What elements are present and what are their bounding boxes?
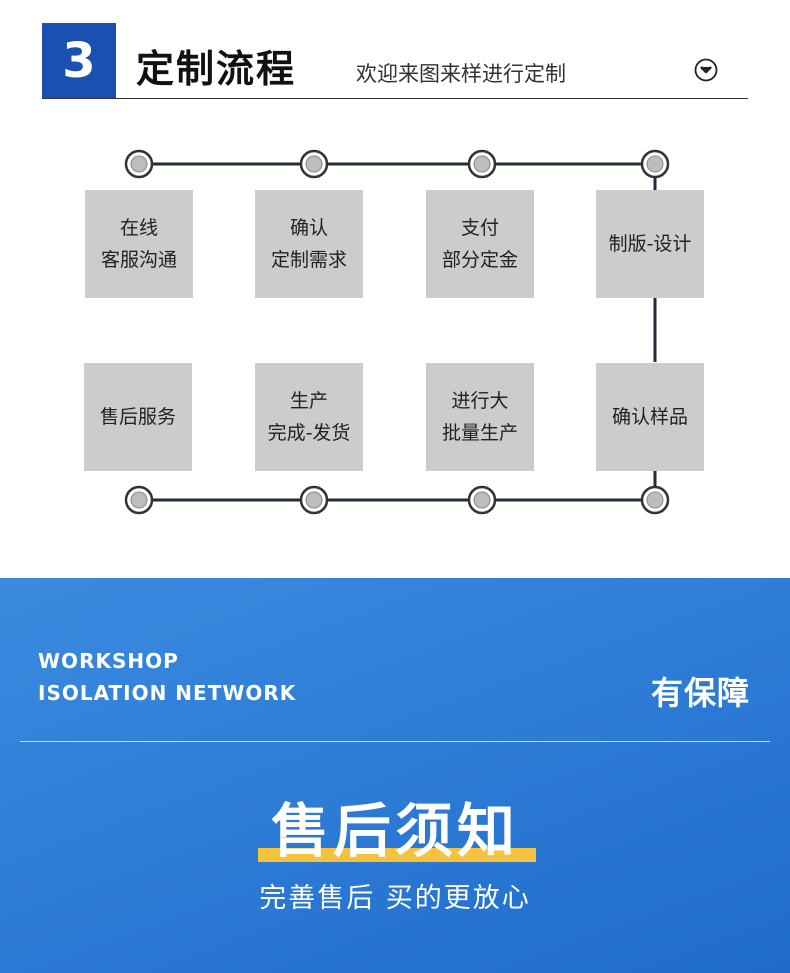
section-title: 定制流程: [136, 47, 297, 91]
step-card-line: 定制需求: [270, 249, 347, 271]
workshop-text: WORKSHOP: [38, 649, 179, 673]
section-subtitle: 欢迎来图来样进行定制: [356, 62, 566, 86]
banner-divider: [20, 741, 770, 742]
custom-process-section: 3 定制流程 欢迎来图来样进行定制: [42, 23, 748, 515]
isolation-network-text: ISOLATION NETWORK: [38, 681, 297, 705]
flow-connectors: [124, 149, 670, 515]
after-sales-notice-subtitle: 完善售后 买的更放心: [259, 883, 531, 914]
step-card-line: 完成-发货: [267, 422, 351, 444]
flow-node: [299, 485, 329, 515]
step-card-mass-production: 进行大 批量生产: [426, 363, 534, 471]
title-highlight-bar: [258, 848, 536, 862]
step-number: 3: [62, 33, 96, 89]
step-number-badge: 3: [42, 23, 116, 99]
step-card-production-shipping: 生产 完成-发货: [255, 363, 363, 471]
flow-node: [124, 485, 154, 515]
step-card-confirm-requirements: 确认 定制需求: [255, 190, 363, 298]
step-card-confirm-sample: 确认样品: [596, 363, 704, 471]
chevron-down-circle-icon[interactable]: [694, 58, 718, 82]
step-card-line: 在线: [119, 217, 158, 239]
step-card-line: 部分定金: [441, 249, 518, 271]
flow-node: [124, 149, 154, 179]
flow-node: [640, 485, 670, 515]
after-sales-banner: WORKSHOP ISOLATION NETWORK 有保障 售后须知 完善售后…: [0, 578, 790, 973]
step-card-online-consult: 在线 客服沟通: [85, 190, 193, 298]
step-card-line: 确认: [289, 217, 328, 239]
header-divider: [42, 98, 748, 99]
step-card-line: 生产: [289, 390, 328, 412]
flow-nodes: [124, 149, 670, 515]
flow-node: [299, 149, 329, 179]
step-card-plate-design: 制版-设计: [596, 190, 704, 298]
step-card-line: 进行大: [451, 390, 509, 412]
step-card-line: 售后服务: [99, 406, 176, 428]
step-card-after-sales: 售后服务: [84, 363, 192, 471]
step-card-line: 客服沟通: [100, 249, 177, 271]
step-card-line: 支付: [460, 217, 499, 239]
step-card-line: 批量生产: [441, 422, 518, 444]
flow-node: [640, 149, 670, 179]
flow-node: [467, 149, 497, 179]
step-card-line: 确认样品: [611, 406, 688, 428]
guarantee-label: 有保障: [650, 674, 750, 712]
after-sales-notice-title: 售后须知: [270, 797, 519, 865]
step-card-pay-deposit: 支付 部分定金: [426, 190, 534, 298]
step-card-line: 制版-设计: [608, 233, 692, 255]
flow-node: [467, 485, 497, 515]
